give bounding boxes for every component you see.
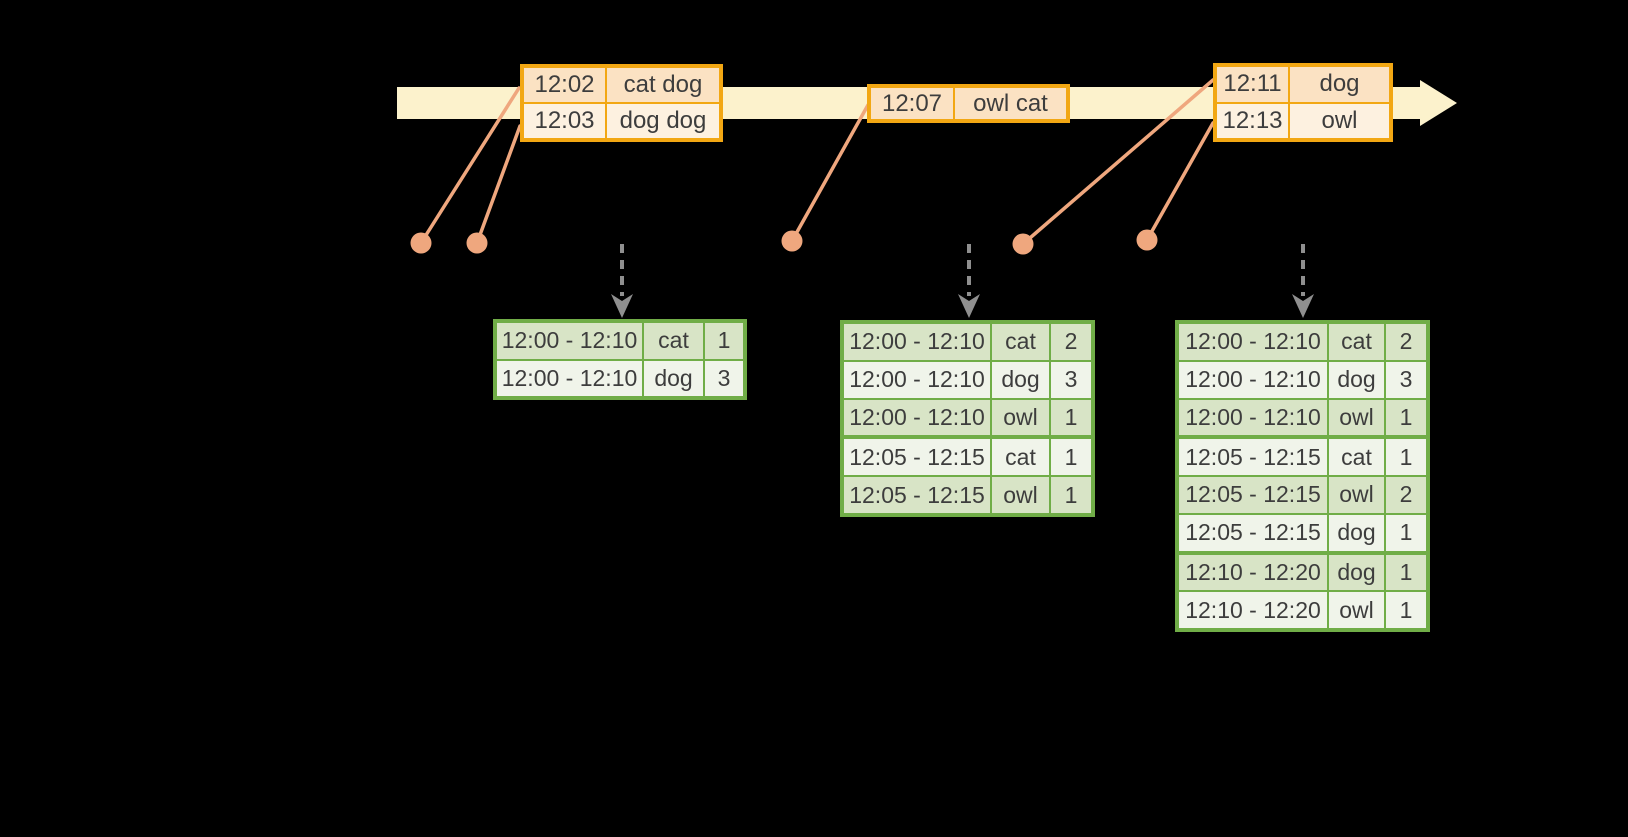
word-cell: cat (1329, 324, 1384, 360)
window-cell: 12:10 - 12:20 (1179, 554, 1327, 591)
event-words: dog (1290, 67, 1389, 102)
table-row: 12:00 - 12:10 cat 2 (1179, 324, 1426, 360)
event-time: 12:07 (871, 88, 953, 119)
result-table-3: 12:00 - 12:10 cat 2 12:00 - 12:10 dog 3 … (1175, 320, 1430, 632)
window-cell: 12:00 - 12:10 (497, 323, 642, 359)
event-dot (410, 232, 432, 254)
window-cell: 12:00 - 12:10 (844, 324, 990, 360)
window-cell: 12:05 - 12:15 (844, 477, 990, 513)
count-cell: 1 (1386, 439, 1426, 475)
table-row: 12:00 - 12:10 owl 1 (1179, 399, 1426, 436)
event-time: 12:13 (1217, 103, 1288, 138)
window-cell: 12:00 - 12:10 (1179, 399, 1327, 436)
event-words: owl cat (955, 88, 1066, 119)
table-row: 12:10 - 12:20 owl 1 (1179, 592, 1426, 628)
count-cell: 1 (1051, 399, 1091, 436)
window-cell: 12:05 - 12:15 (844, 439, 990, 476)
count-cell: 1 (1386, 514, 1426, 551)
event-connector-line (475, 124, 522, 245)
window-cell: 12:05 - 12:15 (1179, 439, 1327, 475)
table-row: 12:05 - 12:15 cat 1 (844, 439, 1091, 476)
window-cell: 12:05 - 12:15 (1179, 477, 1327, 513)
event-time: 12:02 (524, 68, 605, 102)
event-words: owl (1290, 103, 1389, 138)
trigger-arrowhead-icon (1292, 294, 1314, 318)
event-dot (781, 230, 803, 252)
count-cell: 3 (705, 360, 743, 396)
word-cell: dog (1329, 514, 1384, 551)
event-table-2: 12:07 owl cat (867, 84, 1070, 123)
timeline-arrowhead-icon (1420, 80, 1457, 126)
window-cell: 12:00 - 12:10 (844, 399, 990, 436)
table-row: 12:00 - 12:10 dog 3 (1179, 361, 1426, 398)
table-row: 12:05 - 12:15 cat 1 (1179, 439, 1426, 475)
table-row: 12:05 - 12:15 owl 2 (1179, 477, 1426, 513)
table-row: 12:00 - 12:10 cat 2 (844, 324, 1091, 360)
word-cell: owl (992, 477, 1049, 513)
count-cell: 2 (1051, 324, 1091, 360)
event-dot (466, 232, 488, 254)
table-row: 12:05 - 12:15 owl 1 (844, 477, 1091, 513)
result-table-2: 12:00 - 12:10 cat 2 12:00 - 12:10 dog 3 … (840, 320, 1095, 517)
word-cell: owl (1329, 592, 1384, 628)
table-row: 12:00 - 12:10 cat 1 (497, 323, 743, 359)
word-cell: cat (992, 324, 1049, 360)
word-cell: cat (992, 439, 1049, 476)
count-cell: 1 (1051, 439, 1091, 476)
event-time: 12:03 (524, 104, 605, 138)
trigger-arrowhead-icon (958, 294, 980, 318)
window-cell: 12:00 - 12:10 (844, 361, 990, 398)
word-cell: owl (992, 399, 1049, 436)
word-cell: dog (1329, 361, 1384, 398)
word-cell: dog (1329, 554, 1384, 591)
window-cell: 12:00 - 12:10 (1179, 324, 1327, 360)
word-cell: dog (992, 361, 1049, 398)
count-cell: 1 (705, 323, 743, 359)
event-table-3: 12:11 dog 12:13 owl (1213, 63, 1393, 142)
event-connector-line (419, 86, 521, 245)
count-cell: 1 (1051, 477, 1091, 513)
result-table-1: 12:00 - 12:10 cat 1 12:00 - 12:10 dog 3 (493, 319, 747, 400)
word-cell: cat (1329, 439, 1384, 475)
window-cell: 12:00 - 12:10 (497, 360, 642, 396)
word-cell: owl (1329, 399, 1384, 436)
count-cell: 3 (1051, 361, 1091, 398)
window-cell: 12:10 - 12:20 (1179, 592, 1327, 628)
table-row: 12:00 - 12:10 dog 3 (844, 361, 1091, 398)
trigger-arrowhead-icon (611, 294, 633, 318)
table-row: 12:00 - 12:10 owl 1 (844, 399, 1091, 436)
count-cell: 1 (1386, 399, 1426, 436)
count-cell: 3 (1386, 361, 1426, 398)
event-connector-line (1021, 78, 1215, 246)
count-cell: 1 (1386, 592, 1426, 628)
event-words: cat dog (607, 68, 719, 102)
table-row: 12:00 - 12:10 dog 3 (497, 360, 743, 396)
event-time: 12:11 (1217, 67, 1288, 102)
count-cell: 2 (1386, 477, 1426, 513)
event-dot (1136, 229, 1158, 251)
event-dot (1012, 233, 1034, 255)
word-cell: cat (644, 323, 703, 359)
word-cell: owl (1329, 477, 1384, 513)
count-cell: 2 (1386, 324, 1426, 360)
event-table-1: 12:02 cat dog 12:03 dog dog (520, 64, 723, 142)
window-cell: 12:05 - 12:15 (1179, 514, 1327, 551)
window-cell: 12:00 - 12:10 (1179, 361, 1327, 398)
table-row: 12:10 - 12:20 dog 1 (1179, 554, 1426, 591)
count-cell: 1 (1386, 554, 1426, 591)
word-cell: dog (644, 360, 703, 396)
table-row: 12:05 - 12:15 dog 1 (1179, 514, 1426, 551)
event-connector-line (1145, 121, 1215, 242)
event-words: dog dog (607, 104, 719, 138)
event-connector-line (790, 103, 870, 243)
